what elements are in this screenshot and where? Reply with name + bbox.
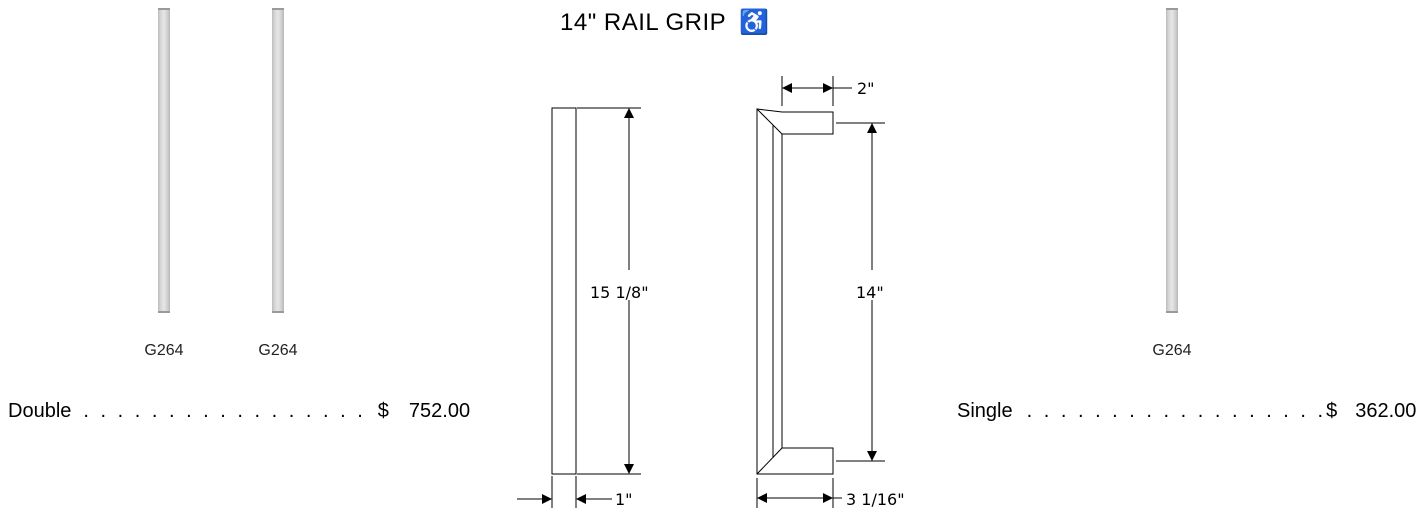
dimension-projection: 3 1/16": [846, 490, 905, 509]
product-code-left-2: G264: [258, 342, 298, 359]
dimension-center-to-center: 14": [856, 283, 884, 302]
price-amount-double: 752.00: [408, 400, 471, 422]
currency-symbol: $: [1326, 400, 1338, 422]
price-label-double: Double: [8, 400, 72, 422]
dimension-standoff: 2": [857, 79, 875, 98]
leader-dots: . . . . . . . . . . . . . . . . .: [83, 400, 366, 422]
currency-symbol: $: [377, 400, 389, 422]
dimension-width: 1": [615, 490, 633, 509]
leader-dots: . . . . . . . . . . . . . . . . . .: [1026, 400, 1327, 422]
product-code-right: G264: [1152, 342, 1192, 359]
rail-grip-image-right: [1166, 8, 1178, 313]
price-amount-single: 362.00: [1355, 400, 1416, 422]
wheelchair-icon: ♿: [738, 9, 770, 36]
price-label-single: Single: [957, 400, 1013, 422]
page-title: 14" RAIL GRIP ♿: [560, 8, 860, 37]
price-row-single: Single . . . . . . . . . . . . . . . . .…: [957, 400, 1416, 423]
product-code-left-1: G264: [144, 342, 184, 359]
title-text: 14" RAIL GRIP: [560, 9, 726, 36]
rail-grip-image-left-2: [272, 8, 284, 313]
price-row-double: Double . . . . . . . . . . . . . . . . .…: [8, 400, 470, 423]
dimension-overall-length: 15 1/8": [590, 283, 649, 302]
front-view-bar: [551, 107, 577, 475]
rail-grip-image-left-1: [158, 8, 170, 313]
